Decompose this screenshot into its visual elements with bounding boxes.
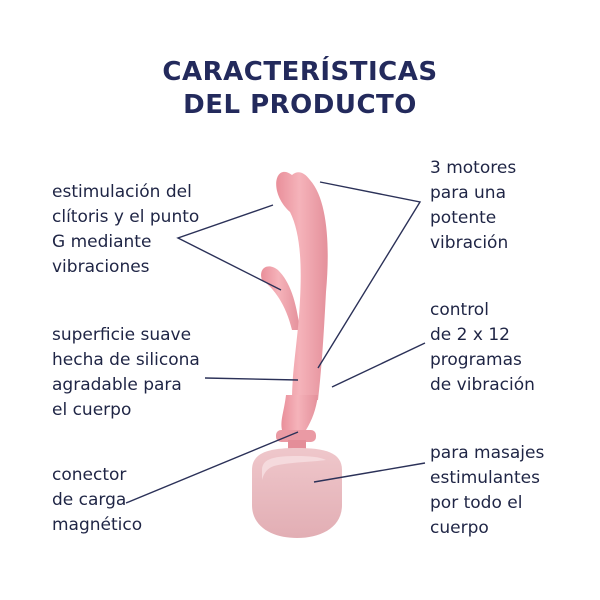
leader-lines bbox=[125, 181, 426, 504]
feature-motors-label: 3 motores para una potente vibración bbox=[430, 156, 516, 256]
feature-line: vibraciones bbox=[52, 257, 150, 277]
title-line-2: DEL PRODUCTO bbox=[183, 90, 417, 120]
leader-surface bbox=[204, 377, 299, 381]
clitoral-arm bbox=[261, 266, 300, 330]
massager-head bbox=[252, 448, 342, 538]
feature-massage-label: para masajes estimulantes por todo el cu… bbox=[430, 441, 544, 541]
title-line-1: CARACTERÍSTICAS bbox=[162, 57, 438, 87]
feature-line: clítoris y el punto bbox=[52, 207, 200, 227]
leader-clitoris bbox=[176, 204, 282, 291]
feature-surface-label: superficie suave hecha de silicona agrad… bbox=[52, 323, 200, 423]
feature-line: estimulantes bbox=[430, 468, 540, 488]
feature-line: magnético bbox=[52, 515, 143, 535]
feature-line: vibración bbox=[430, 233, 509, 253]
feature-line: G mediante bbox=[52, 232, 152, 252]
feature-line: potente bbox=[430, 208, 497, 228]
page-title: CARACTERÍSTICAS DEL PRODUCTO bbox=[0, 56, 600, 122]
feature-line: programas bbox=[430, 350, 522, 370]
feature-line: para masajes bbox=[430, 443, 545, 463]
leader-charger bbox=[125, 431, 299, 504]
vibrator-product-illustration bbox=[252, 171, 342, 538]
feature-line: para una bbox=[430, 183, 506, 203]
leader-programs bbox=[331, 342, 426, 388]
feature-line: conector bbox=[52, 465, 127, 485]
feature-line: control bbox=[430, 300, 489, 320]
feature-line: superficie suave bbox=[52, 325, 192, 345]
leader-massage bbox=[313, 462, 426, 483]
feature-line: hecha de silicona bbox=[52, 350, 200, 370]
massager-head-highlight bbox=[262, 456, 326, 480]
feature-line: agradable para bbox=[52, 375, 182, 395]
feature-line: estimulación del bbox=[52, 182, 192, 202]
collar bbox=[276, 430, 316, 442]
feature-programs-label: control de 2 x 12 programas de vibración bbox=[430, 298, 535, 398]
feature-line: de carga bbox=[52, 490, 127, 510]
feature-line: de 2 x 12 bbox=[430, 325, 510, 345]
main-shaft bbox=[276, 171, 328, 400]
feature-charger-label: conector de carga magnético bbox=[52, 463, 142, 538]
feature-line: cuerpo bbox=[430, 518, 489, 538]
feature-line: por todo el bbox=[430, 493, 523, 513]
feature-clitoris-label: estimulación del clítoris y el punto G m… bbox=[52, 180, 199, 280]
handle bbox=[281, 395, 318, 430]
feature-line: de vibración bbox=[430, 375, 535, 395]
feature-line: el cuerpo bbox=[52, 400, 132, 420]
feature-line: 3 motores bbox=[430, 158, 517, 178]
leader-motors bbox=[317, 181, 422, 369]
